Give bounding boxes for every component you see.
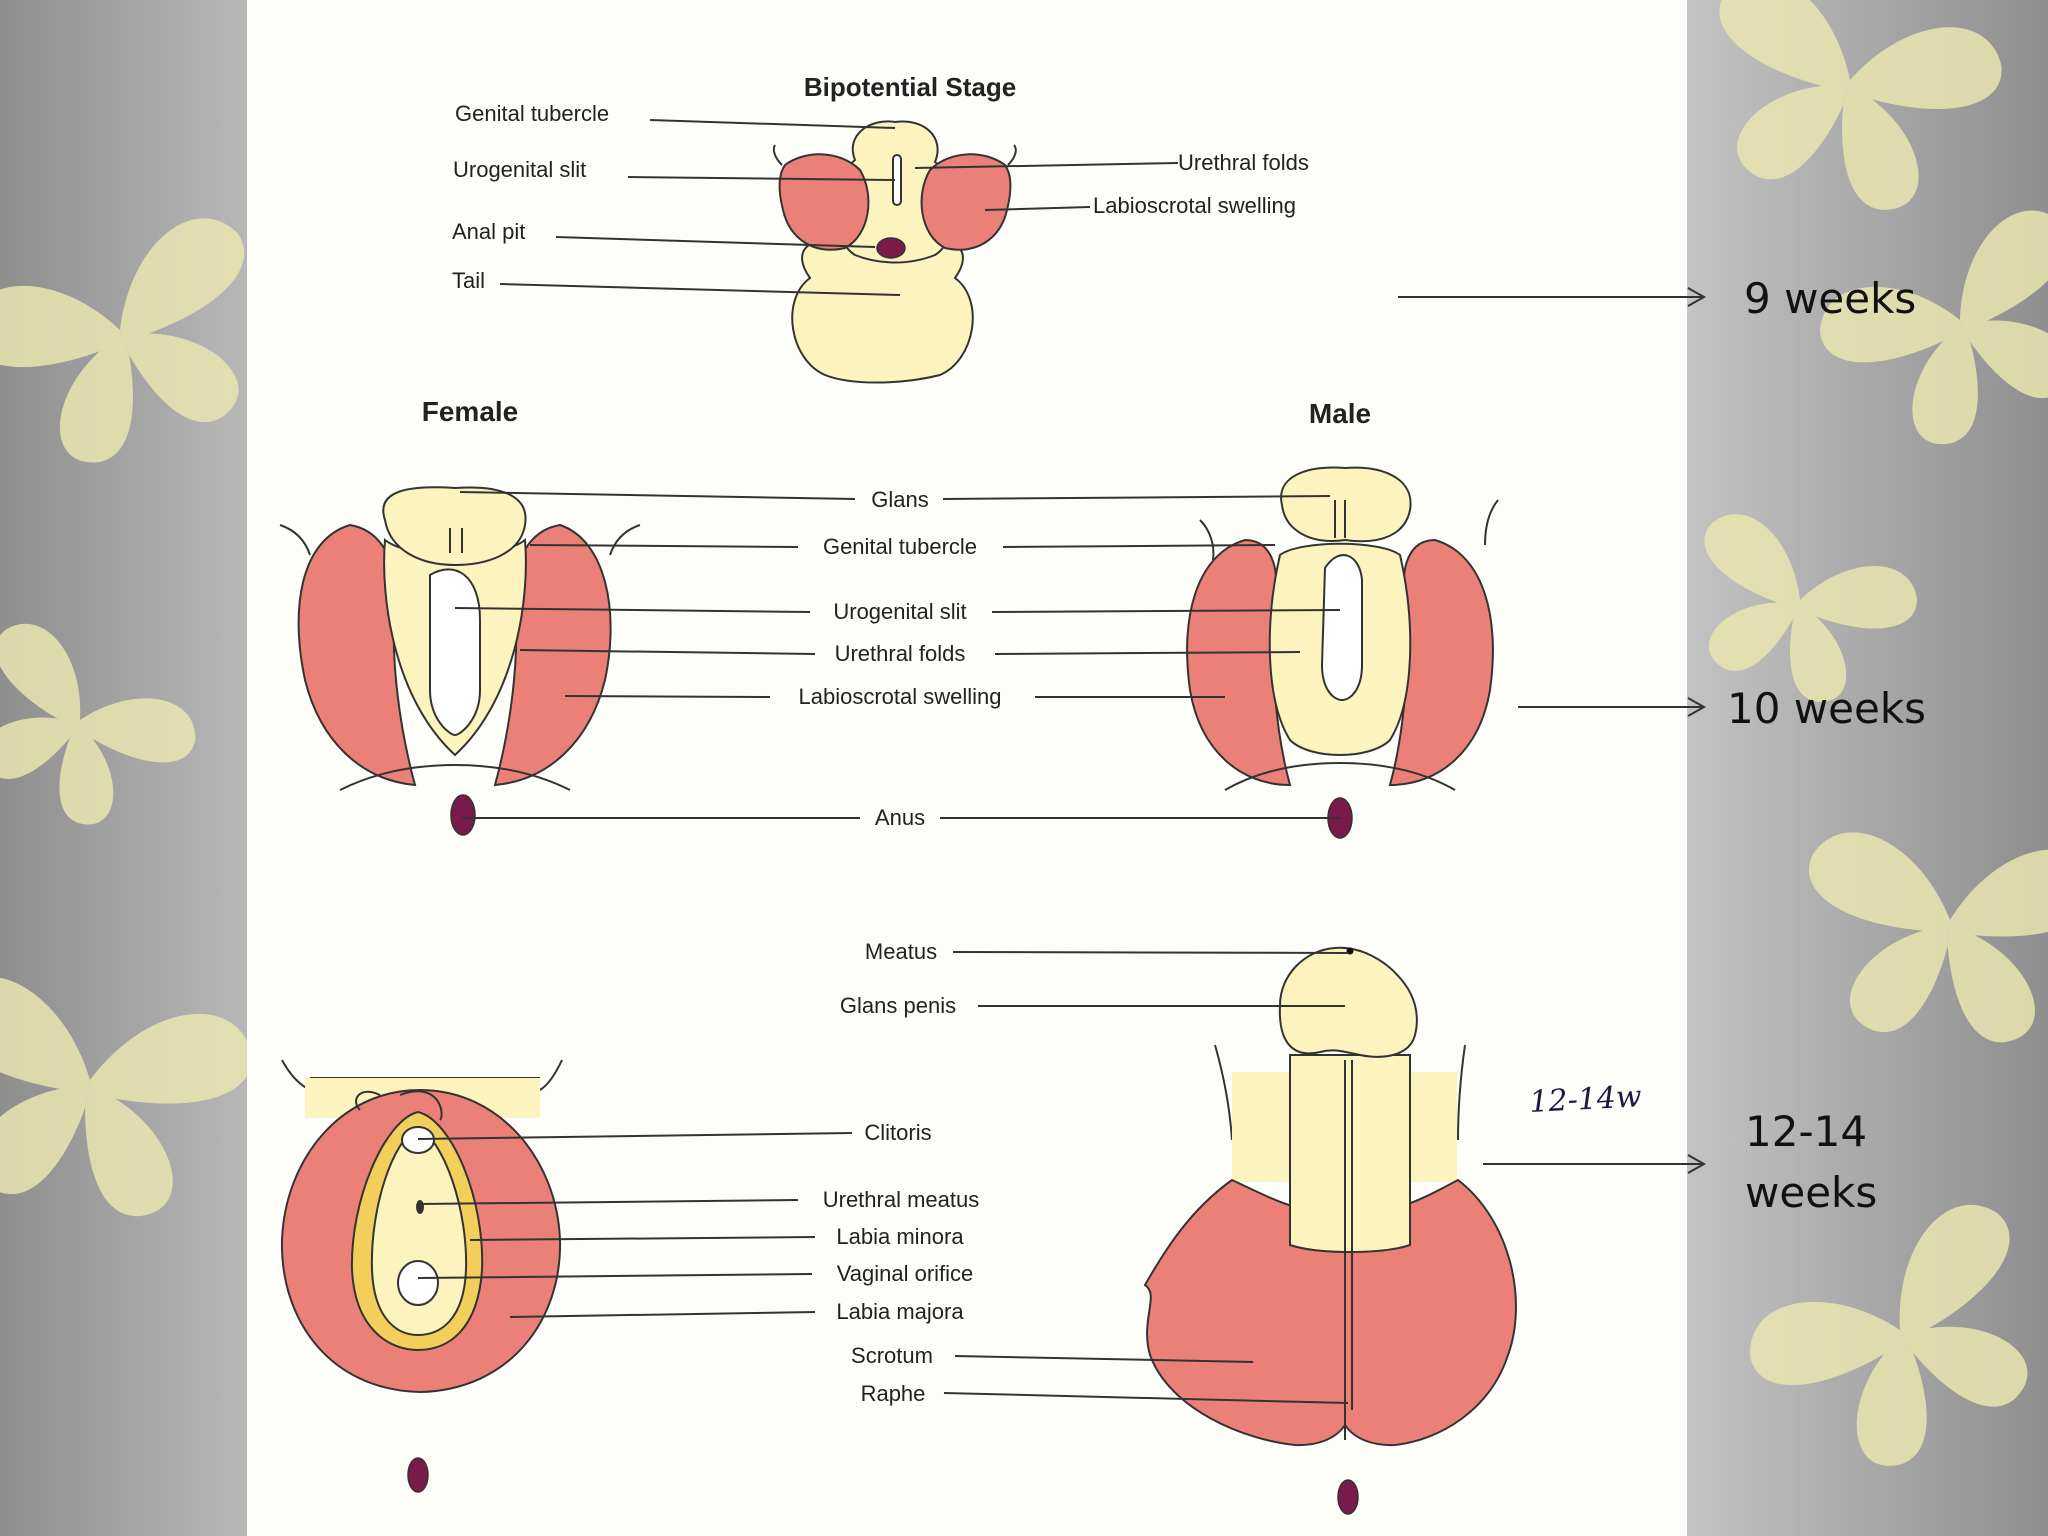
label-meatus: Meatus [865,939,937,964]
week-marker-12-14-line1: 12-14 [1745,1107,1867,1156]
bipotential-leaders [499,119,1179,296]
label-vaginal-orifice: Vaginal orifice [837,1261,974,1286]
label-genital-tubercle: Genital tubercle [455,101,609,126]
female-stage3-drawing [280,1059,563,1493]
male-stage2-drawing [1186,466,1499,839]
diagram-title: Bipotential Stage [804,72,1016,102]
label-anal-pit: Anal pit [452,219,525,244]
label-labioscrotal-swelling: Labioscrotal swelling [1093,193,1296,218]
female-heading: Female [422,396,519,427]
female-stage2-drawing [279,486,641,836]
bipotential-drawing [772,120,1017,384]
label-labia-majora: Labia majora [836,1299,964,1324]
label-urethral-folds: Urethral folds [1178,150,1309,175]
week-marker-12-14-line2: weeks [1745,1168,1877,1217]
label-urethral-folds-2: Urethral folds [835,641,966,666]
week-marker-10: 10 weeks [1727,684,1926,733]
male-stage3-drawing [1143,946,1517,1515]
label-labioscrotal-swelling-2: Labioscrotal swelling [799,684,1002,709]
label-glans-penis: Glans penis [840,993,956,1018]
label-urogenital-slit: Urogenital slit [453,157,586,182]
label-glans: Glans [871,487,928,512]
week-marker-9: 9 weeks [1744,274,1916,323]
label-anus: Anus [875,805,925,830]
label-urethral-meatus: Urethral meatus [823,1187,980,1212]
label-scrotum: Scrotum [851,1343,933,1368]
label-labia-minora: Labia minora [836,1224,964,1249]
handwritten-note: 12-14w [1529,1079,1643,1120]
label-clitoris: Clitoris [864,1120,931,1145]
label-raphe: Raphe [861,1381,926,1406]
label-tail: Tail [452,268,485,293]
male-heading: Male [1309,398,1371,429]
label-urogenital-slit-2: Urogenital slit [833,599,966,624]
stage2-leaders [454,491,1341,819]
label-genital-tubercle-2: Genital tubercle [823,534,977,559]
stage3-leaders [417,951,1349,1404]
